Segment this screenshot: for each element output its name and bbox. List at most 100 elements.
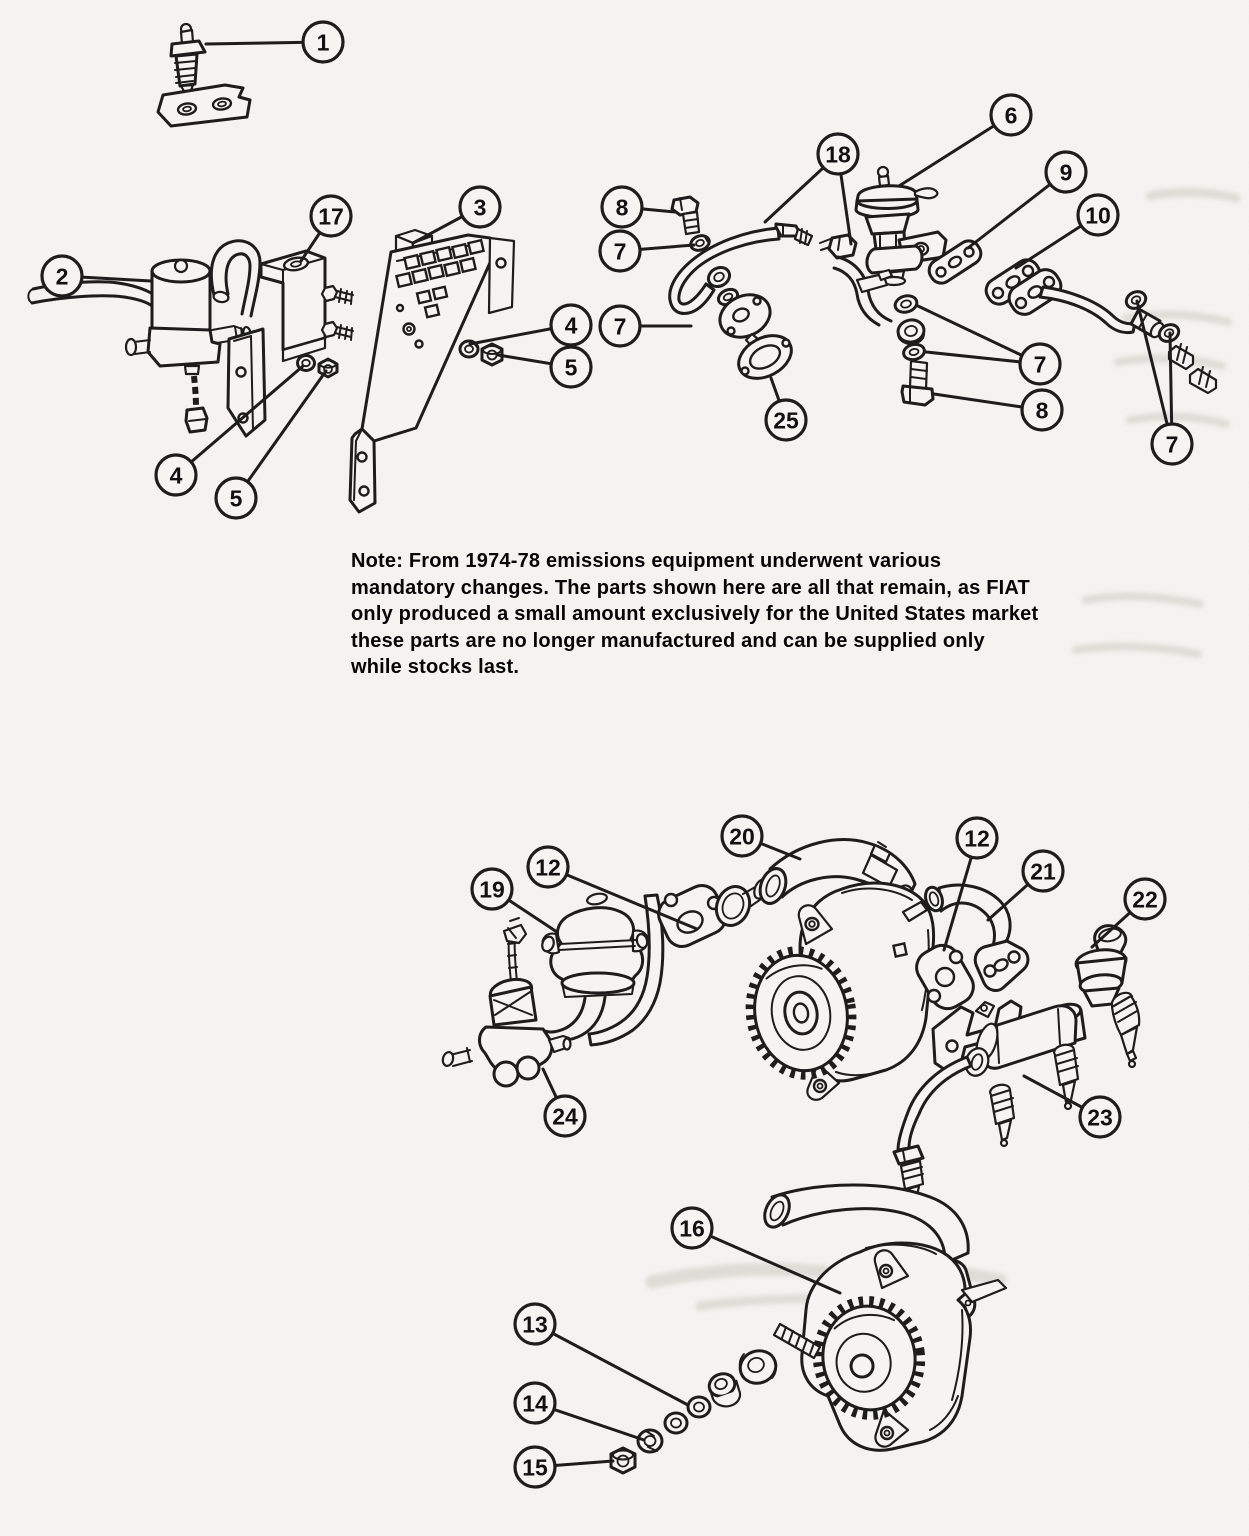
- part-18-metal-pipe: [668, 222, 814, 315]
- callout-5: 5: [496, 345, 593, 389]
- callout-number: 25: [773, 407, 799, 433]
- callout-14: 14: [513, 1381, 646, 1442]
- callout-circle: [513, 1381, 557, 1425]
- callout-7: 7: [916, 304, 1062, 386]
- callout-number: 4: [170, 462, 183, 488]
- callout-number: 24: [552, 1103, 578, 1129]
- callout-circle: [526, 845, 570, 889]
- callout-number: 5: [230, 485, 243, 511]
- callout-8: 8: [600, 185, 677, 229]
- callout-circle: [1044, 150, 1088, 194]
- part-13-stud-washers: [663, 1322, 822, 1435]
- callout-1: 1: [204, 20, 345, 64]
- callout-6: 6: [897, 93, 1033, 188]
- callout-20: 20: [720, 814, 802, 861]
- part-8-banjo-bolt: [900, 359, 935, 407]
- callout-3: 3: [411, 185, 502, 245]
- callout-leader-line: [546, 865, 699, 931]
- callout-10: 10: [1014, 193, 1120, 270]
- callout-leader-line: [690, 1226, 842, 1295]
- callout-circle: [1076, 193, 1120, 237]
- callout-number: 1: [317, 29, 330, 55]
- callout-number: 14: [522, 1390, 548, 1416]
- callout-leader-line: [174, 364, 305, 477]
- callout-leader-line: [1135, 299, 1174, 446]
- callout-18: 18: [763, 132, 860, 246]
- callout-circle: [513, 1445, 557, 1489]
- callout-circle: [301, 20, 345, 64]
- callout-number: 8: [1036, 397, 1049, 423]
- callout-7: 7: [598, 304, 693, 348]
- callout-number: 12: [535, 854, 561, 880]
- part-10-gasket: [984, 258, 1042, 306]
- callout-circle: [1020, 388, 1064, 432]
- callout-circle: [720, 814, 764, 858]
- callout-circle: [598, 229, 642, 273]
- callout-2: 2: [40, 254, 153, 298]
- part-25-gasket: [737, 334, 793, 380]
- callout-circle: [1150, 422, 1194, 466]
- callout-leader-line: [897, 113, 1013, 188]
- callout-number: 23: [1087, 1104, 1113, 1130]
- part-hose-pipe: [587, 893, 665, 1047]
- callout-circle: [1018, 342, 1062, 386]
- bottom-section-illustration: [441, 838, 1141, 1475]
- callout-circle: [549, 303, 593, 347]
- callout-number: 10: [1085, 202, 1111, 228]
- callout-12: 12: [942, 816, 999, 952]
- note-text: Note: From 1974-78 emissions equipment u…: [351, 548, 1111, 681]
- callout-number: 22: [1132, 886, 1158, 912]
- note-line: mandatory changes. The parts shown here …: [351, 576, 1030, 599]
- callout-19: 19: [470, 867, 559, 934]
- callout-number: 7: [1166, 431, 1179, 457]
- callout-circle: [309, 194, 353, 238]
- callout-number: 20: [729, 823, 755, 849]
- callout-16: 16: [670, 1206, 842, 1295]
- callout-number: 5: [565, 354, 578, 380]
- callout-21: 21: [986, 849, 1065, 922]
- callout-circle: [598, 304, 642, 348]
- pump-pulley: [812, 1296, 926, 1420]
- callout-circle: [955, 816, 999, 860]
- part-1-valve-bracket: [156, 22, 252, 128]
- callout-circle: [154, 453, 198, 497]
- callout-number: 15: [522, 1454, 548, 1480]
- part-9-gasket: [927, 239, 983, 285]
- callout-number: 7: [614, 313, 627, 339]
- callout-8: 8: [932, 388, 1064, 432]
- part-7-washer: [902, 342, 926, 362]
- callout-number: 16: [679, 1215, 705, 1241]
- part-5-nut: [317, 357, 339, 379]
- callout-number: 6: [1005, 102, 1018, 128]
- callout-circle: [470, 867, 514, 911]
- callout-17: 17: [299, 194, 353, 263]
- part-6-egr-valve: [854, 165, 948, 287]
- callout-9: 9: [966, 150, 1088, 250]
- callout-7: 7: [598, 229, 696, 273]
- callout-23: 23: [1022, 1074, 1122, 1139]
- part-7-washer: [893, 294, 919, 314]
- top-section-illustration: [27, 22, 1218, 514]
- callout-circle: [1021, 849, 1065, 893]
- part-5-nut: [480, 342, 504, 367]
- callout-number: 4: [565, 312, 578, 338]
- callout-number: 2: [56, 263, 69, 289]
- callout-number: 13: [522, 1311, 548, 1337]
- callout-22: 22: [1090, 877, 1167, 949]
- pump-pulley: [745, 946, 857, 1080]
- note-line: these parts are no longer manufactured a…: [351, 629, 985, 652]
- note-line: while stocks last.: [351, 656, 520, 678]
- part-15-nut: [609, 1446, 637, 1475]
- callout-circle: [40, 254, 84, 298]
- note-line: Note: From 1974-78 emissions equipment u…: [351, 550, 942, 572]
- part-16-air-pump: [763, 1183, 1008, 1452]
- part-12-gasket: [657, 884, 727, 948]
- callout-circle: [549, 345, 593, 389]
- callout-leader-line: [916, 304, 1042, 366]
- callout-number: 9: [1060, 159, 1073, 185]
- part-8-bolt: [670, 195, 701, 236]
- callout-circle: [458, 185, 502, 229]
- callout-number: 21: [1030, 858, 1056, 884]
